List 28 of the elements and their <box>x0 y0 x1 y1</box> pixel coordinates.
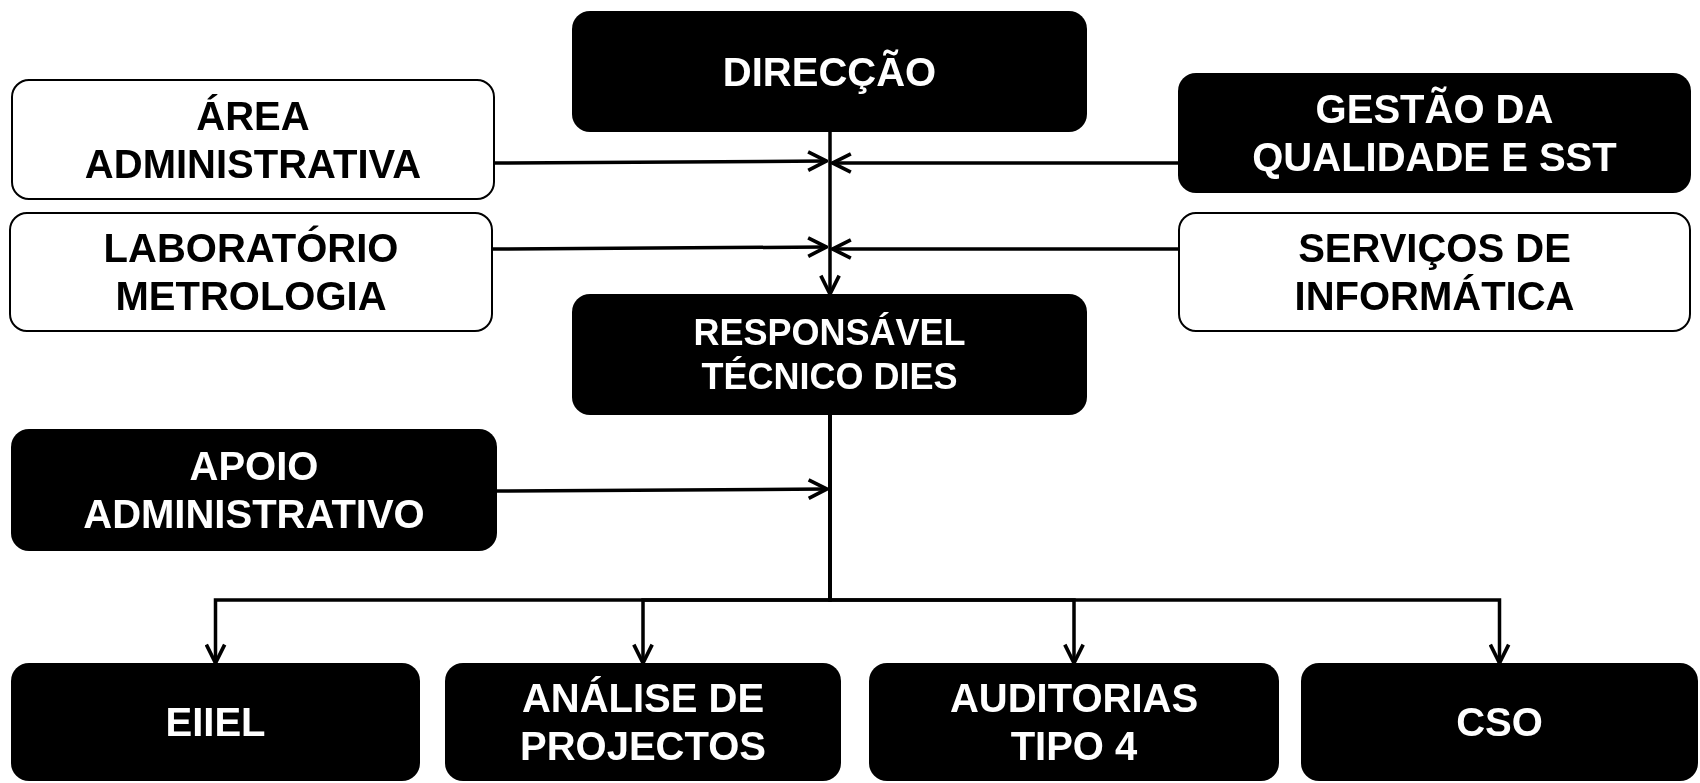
unit-box <box>1301 663 1698 781</box>
unit-name: APOIO ADMINISTRATIVO <box>82 443 426 538</box>
unit-box <box>11 429 497 551</box>
support-box <box>11 79 495 200</box>
unit-name: SERVIÇOS DE INFORMÁTICA <box>1293 225 1576 320</box>
unit-name: AUDITORIAS TIPO 4 <box>948 675 1200 770</box>
unit-name: RESPONSÁVEL TÉCNICO DIES <box>692 311 967 398</box>
unit-name: DIRECÇÃO <box>722 48 937 96</box>
unit-name: ANÁLISE DE PROJECTOS <box>519 675 767 770</box>
arrow <box>493 236 829 259</box>
arrow <box>819 132 841 296</box>
support-box <box>1178 212 1691 332</box>
unit-box <box>1178 73 1691 193</box>
unit-box <box>572 294 1087 415</box>
unit-box <box>869 663 1279 781</box>
unit-name: EIIEL <box>165 699 266 746</box>
unit-box <box>11 663 420 781</box>
unit-box <box>572 11 1087 132</box>
arrow <box>495 150 829 173</box>
support-box <box>9 212 493 332</box>
arrow <box>830 152 1178 174</box>
unit-name: LABORATÓRIO METROLOGIA <box>102 224 400 320</box>
unit-name: ÁREA ADMINISTRATIVA <box>83 92 423 188</box>
unit-name: CSO <box>1456 699 1543 746</box>
unit-name: GESTÃO DA QUALIDADE E SST <box>1251 85 1618 181</box>
arrow <box>830 238 1178 260</box>
arrow <box>497 478 829 501</box>
unit-box <box>445 663 841 781</box>
